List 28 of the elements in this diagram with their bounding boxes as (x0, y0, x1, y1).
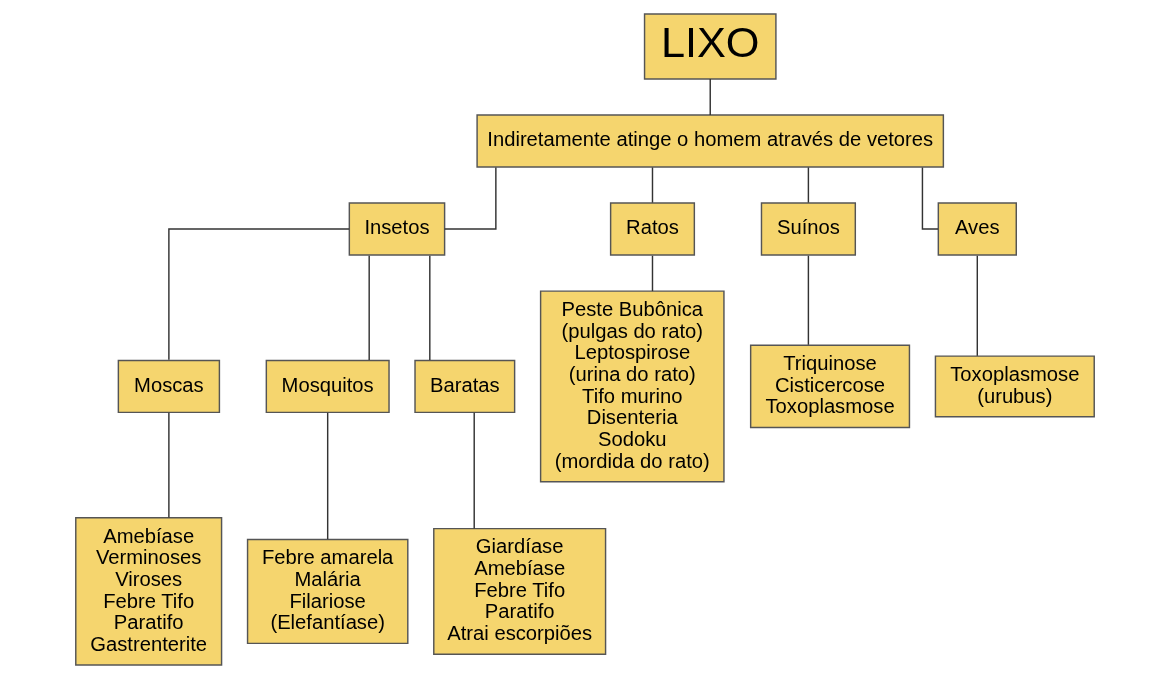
node-box: Toxoplasmose (urubus) (934, 355, 1095, 418)
node-box: Ratos (609, 202, 696, 256)
node-box: Peste Bubônica (pulgas do rato) Leptospirose (urina do rato) Tifo murino Disenteria Sodoku (mordida do rato) (539, 290, 725, 483)
connector (651, 166, 654, 204)
node-box: Baratas (414, 359, 516, 414)
node-box: Mosquitos (265, 359, 390, 414)
node-box: LIXO (643, 13, 777, 80)
node-box: Indiretamente atinge o homem através de vetores (476, 114, 945, 168)
connector (168, 412, 170, 519)
connector (429, 255, 431, 361)
node-box: Giardíase Amebíase Febre Tifo Paratifo Atrai escorpiões (433, 527, 607, 655)
connector (807, 166, 810, 204)
connector (976, 255, 978, 357)
connector (168, 228, 350, 361)
node-box: Amebíase Verminoses Viroses Febre Tifo Paratifo Gastrenterite (75, 517, 223, 666)
connector (807, 255, 810, 346)
connector (443, 166, 497, 230)
connector (709, 78, 711, 116)
node-box: Aves (937, 202, 1017, 256)
node-box: Febre amarela Malária Filariose (Elefantíase) (246, 538, 409, 645)
node-box: Moscas (117, 359, 221, 414)
node-box: Insetos (348, 202, 446, 256)
connector (473, 412, 475, 530)
node-box: Triquinose Cisticercose Toxoplasmose (749, 344, 911, 429)
node-box: Suínos (760, 202, 857, 256)
connector (326, 412, 329, 540)
connector (368, 255, 370, 361)
connector (651, 255, 654, 292)
